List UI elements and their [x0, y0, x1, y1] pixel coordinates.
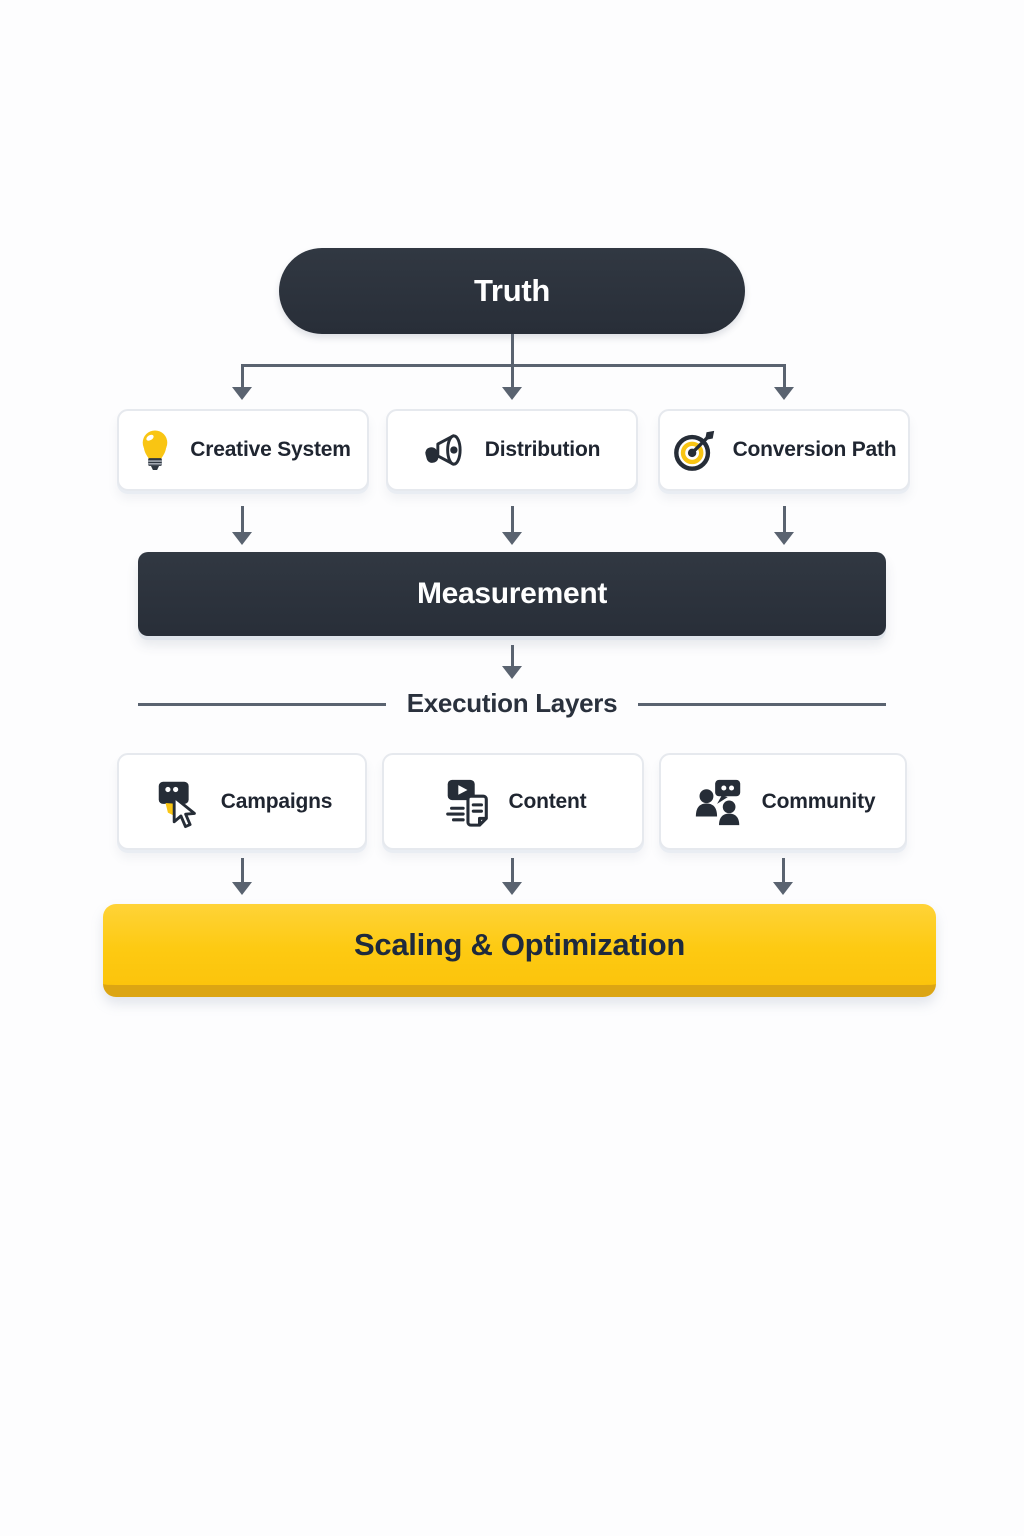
arrow-conversion-to-measurement — [782, 506, 786, 532]
arrow-distribution-to-measurement — [510, 506, 514, 532]
distribution-label: Distribution — [484, 438, 601, 461]
content-node: Content — [382, 753, 644, 850]
scaling-optimization-label: Scaling & Optimization — [354, 926, 685, 962]
community-node: Community — [659, 753, 907, 850]
target-arrow-icon — [672, 427, 718, 473]
campaigns-node: Campaigns — [117, 753, 367, 850]
arrow-to-conversion-path — [782, 364, 786, 387]
cursor-click-icon — [152, 775, 206, 829]
arrow-creative-to-measurement — [240, 506, 244, 532]
truth-node: Truth — [279, 248, 745, 334]
people-chat-icon — [691, 775, 747, 829]
megaphone-icon — [424, 428, 470, 472]
measurement-label: Measurement — [416, 577, 608, 610]
creative-system-label: Creative System — [190, 438, 351, 461]
divider-line-left — [138, 703, 386, 706]
arrow-measurement-to-execution — [510, 645, 514, 666]
content-label: Content — [508, 789, 587, 813]
conversion-path-label: Conversion Path — [732, 438, 897, 461]
measurement-node: Measurement — [138, 552, 886, 636]
execution-layers-heading: Execution Layers — [406, 688, 618, 718]
community-label: Community — [761, 789, 876, 813]
conversion-path-node: Conversion Path — [658, 409, 910, 491]
lightbulb-icon — [135, 427, 175, 473]
distribution-node: Distribution — [386, 409, 638, 491]
creative-system-node: Creative System — [117, 409, 369, 491]
scaling-optimization-node: Scaling & Optimization — [103, 904, 936, 997]
video-document-icon — [440, 775, 494, 829]
truth-label: Truth — [474, 273, 550, 308]
arrow-community-to-scaling — [781, 858, 785, 882]
arrow-to-distribution — [510, 364, 514, 387]
arrow-campaigns-to-scaling — [240, 858, 244, 882]
arrow-to-creative-system — [240, 364, 244, 387]
divider-line-right — [638, 703, 886, 706]
arrow-content-to-scaling — [510, 858, 514, 882]
campaigns-label: Campaigns — [220, 789, 333, 813]
connector-truth-stem — [510, 334, 514, 365]
